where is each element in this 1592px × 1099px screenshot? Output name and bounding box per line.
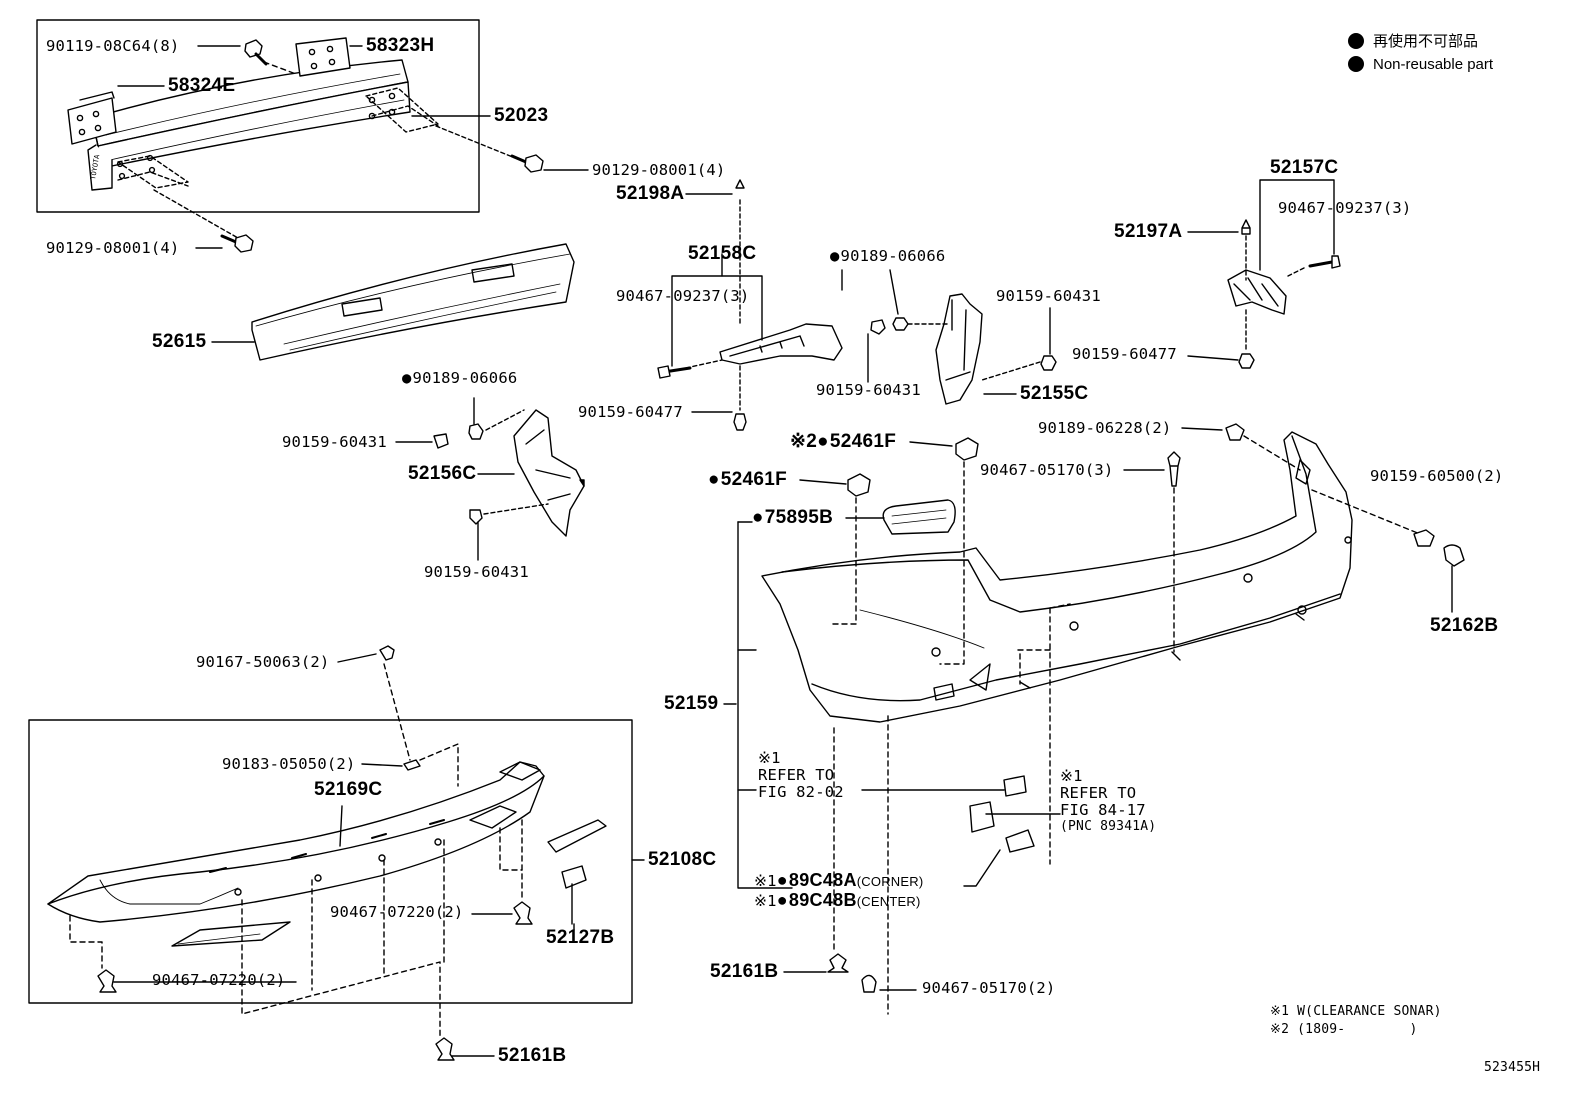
filled-dot-icon [1348,33,1364,49]
part-label[interactable]: 52161B [710,961,779,982]
part-label[interactable]: 90159-60431 [816,381,921,399]
lower-cover-drawing [47,761,545,923]
refer-figure-link[interactable]: FIG 82-02 [758,783,844,801]
bumper-cover-drawing [761,431,1353,723]
part-label[interactable]: 52461F [708,470,787,490]
cover-52127b-drawing [547,819,607,853]
part-label[interactable]: 90129-08001(4) [46,239,180,257]
part-label: 52461F [817,431,896,452]
part-label[interactable]: 90189-06066 [830,248,946,265]
retainer-52157c-drawing [1227,255,1341,315]
part-label[interactable]: 90159-60500(2) [1370,467,1504,485]
part-label[interactable]: 90189-06066 [402,370,518,387]
garnish-drawing [171,921,291,947]
part-label[interactable]: 90467-05170(2) [922,979,1056,997]
leader-lines [113,45,1453,1057]
footnote-2: ※2 (1809- ) [1270,1022,1418,1037]
part-label[interactable]: 52108C [648,849,717,870]
part-label[interactable]: 52159 [664,693,719,714]
refer-line: REFER TO [1060,784,1137,802]
part-label[interactable]: 52198A [616,183,685,204]
mark-1: ※1 [758,749,781,767]
refer-figure-link[interactable]: FIG 84-17 [1060,801,1146,819]
part-label[interactable]: 90183-05050(2) [222,755,356,773]
bolt-90119-drawing [244,39,268,66]
bracket-52155c-drawing [935,293,983,405]
part-label[interactable]: 52023 [494,105,549,126]
refer-note-1: ※1 REFER TO FIG 82-02 [758,750,844,801]
cap-52162b-drawing [1443,544,1465,567]
reflector-75895b-drawing [882,499,956,535]
pad-52461f-drawing [847,473,871,497]
part-label[interactable]: 90467-09237(3) [616,287,750,305]
retainer-52158c-drawing [657,323,843,379]
mark-2: ※2 [790,431,818,452]
bracket-58324e-drawing [67,91,117,145]
screw-drawing [733,413,747,431]
part-label[interactable]: 90119-08C64(8) [46,37,180,55]
legend-non-reusable-en: Non-reusable part [1348,56,1493,73]
part-label[interactable]: 52161B [498,1045,567,1066]
part-label[interactable]: 90467-07220(2) [330,903,464,921]
part-label[interactable]: 90159-60431 [996,287,1101,305]
sonar-part-drawing [1003,775,1027,797]
part-label[interactable]: 90189-06228(2) [1038,419,1172,437]
clip-52161b-drawing [827,953,849,973]
energy-absorber-drawing [251,243,575,361]
part-label[interactable]: 52158C [688,243,757,264]
bumper-reinforcement-drawing: TOYOTA [87,59,411,191]
pad-52461f-drawing [955,437,979,461]
bracket-58323h-drawing [295,37,351,77]
part-label-89c48b[interactable]: ※189C48B(CENTER) [754,890,920,910]
footnote-1: ※1 W(CLEARANCE SONAR) [1270,1004,1442,1019]
dash-leader [263,61,297,75]
part-label[interactable]: 90159-60477 [1072,345,1177,363]
refer-note-2: ※1 REFER TO FIG 84-17 (PNC 89341A) [1060,767,1157,835]
retainer-89c48-drawing [1005,829,1035,853]
part-label[interactable]: 90467-07220(2) [152,971,286,989]
part-label-with-marks[interactable]: ※252461F [790,431,896,452]
filled-dot-icon [1348,56,1364,72]
figure-code: 523455H [1484,1060,1541,1075]
part-label[interactable]: 90129-08001(4) [592,161,726,179]
part-label[interactable]: 90159-60431 [424,563,529,581]
part-label[interactable]: 75895B [752,508,833,528]
part-label[interactable]: 90467-09237(3) [1278,199,1412,217]
mark-1: ※1 [1060,767,1083,785]
part-label[interactable]: 90467-05170(3) [980,461,1114,479]
part-label[interactable]: 90159-60477 [578,403,683,421]
legend-non-reusable-jp: 再使用不可部品 [1348,30,1478,51]
part-label[interactable]: 52155C [1020,383,1089,404]
lower-guide-lines [69,819,523,1037]
part-label[interactable]: 90167-50063(2) [196,653,330,671]
part-label[interactable]: 52156C [408,463,477,484]
part-label[interactable]: 52127B [546,927,615,948]
part-label[interactable]: 52157C [1270,157,1339,178]
part-label[interactable]: 52162B [1430,615,1499,636]
part-label[interactable]: 58323H [366,35,435,56]
part-label[interactable]: 52169C [314,779,383,800]
hole-projection-left [117,155,239,239]
hole-projection-right [365,87,521,161]
guide-lines [829,461,1071,1015]
refer-pnc: (PNC 89341A) [1060,819,1157,834]
refer-line: REFER TO [758,766,835,784]
part-label[interactable]: 52197A [1114,221,1183,242]
part-label[interactable]: 58324E [168,75,236,96]
bracket-52156c-drawing [513,409,585,537]
bolt-90129-drawing [220,154,544,253]
part-label[interactable]: 52615 [152,331,207,352]
part-label-89c48a[interactable]: ※189C48A(CORNER) [754,870,923,890]
lower-cover-group-frame [28,719,633,1004]
part-label[interactable]: 90159-60431 [282,433,387,451]
